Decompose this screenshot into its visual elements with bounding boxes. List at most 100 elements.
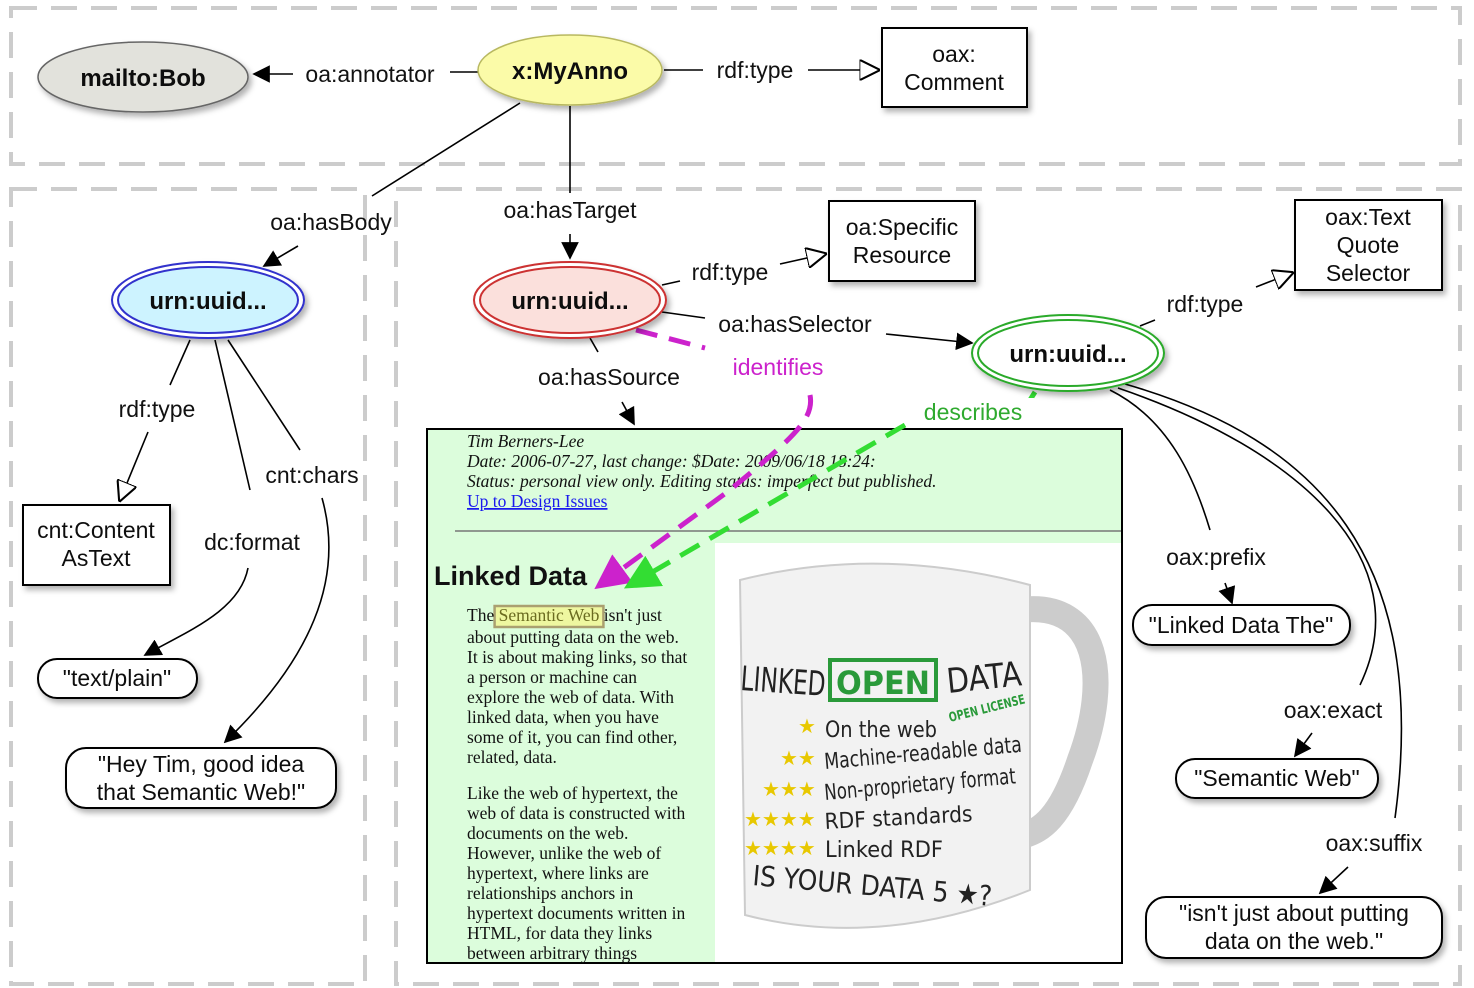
svg-text:urn:uuid...: urn:uuid... (149, 288, 266, 315)
has-source-label: oa:hasSource (538, 364, 680, 390)
comment-class-node: oax: Comment (881, 27, 1028, 108)
annotator-label: oa:annotator (305, 61, 435, 87)
svg-text:"Semantic Web": "Semantic Web" (1194, 765, 1359, 791)
text-plain-literal: "text/plain" (37, 658, 198, 699)
webpage-heading: Linked Data (434, 561, 588, 591)
svg-text:"Linked Data The": "Linked Data The" (1149, 612, 1334, 638)
svg-text:cnt:Content: cnt:Content (37, 517, 155, 543)
describes-label-bg (912, 398, 1034, 426)
svg-text:Comment: Comment (904, 69, 1004, 95)
svg-text:about putting data on the web.: about putting data on the web. (467, 627, 679, 647)
svg-text:★★★: ★★★ (762, 779, 816, 801)
exact-literal: "Semantic Web" (1175, 758, 1379, 799)
svg-text:urn:uuid...: urn:uuid... (1009, 341, 1126, 368)
selector-type-label: rdf:type (1167, 291, 1244, 317)
svg-text:Selector: Selector (1326, 260, 1411, 286)
svg-text:linked data, when you have: linked data, when you have (467, 707, 659, 727)
cnt-chars-label: cnt:chars (265, 462, 358, 488)
svg-text:★: ★ (798, 716, 816, 738)
webpage-para1: The Semantic Web isn't just about puttin… (467, 605, 687, 767)
has-target-label: oa:hasTarget (504, 197, 638, 223)
svg-text:a person or machine can: a person or machine can (467, 667, 637, 687)
body-group (9, 187, 367, 986)
content-as-text-class-node: cnt:Content AsText (22, 504, 171, 586)
svg-text:★★: ★★ (780, 748, 816, 770)
svg-text:However, unlike the web of: However, unlike the web of (467, 843, 661, 863)
mug-title-right: DATA (945, 654, 1024, 702)
describes-label: describes (924, 399, 1022, 425)
mug-line: On the web (825, 718, 937, 743)
identifies-arrow (594, 394, 814, 590)
specific-resource-class-node: oa:Specific Resource (828, 200, 976, 282)
svg-text:★★★★: ★★★★ (744, 809, 816, 831)
svg-text:urn:uuid...: urn:uuid... (511, 288, 628, 315)
edge-labels: oa:annotator rdf:type oa:hasBody oa:hasT… (119, 57, 1423, 856)
semantic-web-highlight (493, 604, 605, 629)
svg-text:related, data.: related, data. (467, 747, 557, 767)
svg-text:that Semantic Web!": that Semantic Web!" (97, 779, 305, 805)
has-body-label: oa:hasBody (270, 209, 392, 235)
svg-text:Quote: Quote (1337, 232, 1400, 258)
svg-text:hypertext documents written in: hypertext documents written in (467, 903, 685, 923)
svg-text:The Semantic Web isn't just: The Semantic Web isn't just (467, 605, 662, 625)
svg-text:"Hey Tim, good idea: "Hey Tim, good idea (98, 751, 305, 777)
webpage-para2: Like the web of hypertext, the web of da… (467, 783, 685, 963)
design-issues-link[interactable]: Up to Design Issues (467, 491, 608, 511)
annotation-group (9, 6, 1462, 166)
svg-text:"isn't just about putting: "isn't just about putting (1179, 900, 1409, 926)
webpage-author: Tim Berners-Lee (467, 431, 584, 451)
svg-text:oax:: oax: (932, 41, 975, 67)
svg-text:Like the web of hypertext, the: Like the web of hypertext, the (467, 783, 678, 803)
svg-text:explore the web of data. With: explore the web of data. With (467, 687, 674, 707)
suffix-label: oax:suffix (1326, 830, 1423, 856)
svg-text:documents on the web.: documents on the web. (467, 823, 628, 843)
svg-text:relationships anchors in: relationships anchors in (467, 883, 633, 903)
svg-text:hypertext, where links are: hypertext, where links are (467, 863, 649, 883)
svg-text:between arbitrary things: between arbitrary things (467, 943, 637, 963)
svg-text:some of it, you can find other: some of it, you can find other, (467, 727, 677, 747)
svg-text:web of data is constructed wit: web of data is constructed with (467, 803, 685, 823)
dc-format-label: dc:format (204, 529, 300, 555)
svg-text:data on the web.": data on the web." (1205, 928, 1383, 954)
identifies-arrow (635, 327, 706, 351)
text-quote-selector-class-node: oax:Text Quote Selector (1294, 199, 1443, 291)
svg-text:x:MyAnno: x:MyAnno (512, 58, 628, 85)
exact-label: oax:exact (1284, 697, 1383, 723)
svg-text:oa:Specific: oa:Specific (846, 214, 959, 240)
group-borders (9, 6, 1462, 986)
describes-arrow (623, 422, 907, 589)
target-node: urn:uuid... (473, 261, 667, 339)
prefix-label: oax:prefix (1166, 544, 1266, 570)
star-icons: ★ ★★ ★★★ ★★★★ ★★★★ (744, 716, 816, 860)
semantic-web-highlight-text: Semantic Web (499, 605, 600, 625)
anno-type-label: rdf:type (717, 57, 794, 83)
bob-node: mailto:Bob (37, 41, 249, 113)
svg-text:AsText: AsText (61, 545, 131, 571)
target-group (394, 187, 1462, 986)
selector-node: urn:uuid... (971, 314, 1165, 392)
mug-line: Linked RDF (825, 838, 943, 863)
mug-title-left: LINKED (739, 659, 827, 705)
svg-text:★★★★: ★★★★ (744, 838, 816, 860)
identifies-label: identifies (733, 354, 824, 380)
svg-text:"text/plain": "text/plain" (63, 665, 171, 691)
body-type-label: rdf:type (119, 396, 196, 422)
body-node: urn:uuid... (111, 261, 305, 339)
webpage-status: Status: personal view only. Editing stat… (467, 471, 937, 491)
chars-literal: "Hey Tim, good idea that Semantic Web!" (65, 747, 337, 809)
svg-text:It is about making links, so t: It is about making links, so that (467, 647, 687, 667)
anno-node: x:MyAnno (477, 34, 663, 106)
suffix-literal: "isn't just about putting data on the we… (1145, 896, 1443, 959)
webpage-date: Date: 2006-07-27, last change: $Date: 20… (466, 451, 876, 471)
svg-text:Resource: Resource (853, 242, 951, 268)
target-type-label: rdf:type (692, 259, 769, 285)
has-selector-label: oa:hasSelector (718, 311, 872, 337)
svg-text:HTML, for data they links: HTML, for data they links (467, 923, 652, 943)
prefix-literal: "Linked Data The" (1132, 604, 1351, 646)
mug-title-open: OPEN (836, 664, 930, 702)
svg-text:oax:Text: oax:Text (1325, 204, 1411, 230)
webpage-screenshot: Tim Berners-Lee Date: 2006-07-27, last c… (426, 428, 1123, 964)
svg-text:mailto:Bob: mailto:Bob (80, 65, 205, 92)
linked-open-data-mug: LINKED OPEN DATA OPEN LICENSE On the web… (738, 562, 1109, 929)
